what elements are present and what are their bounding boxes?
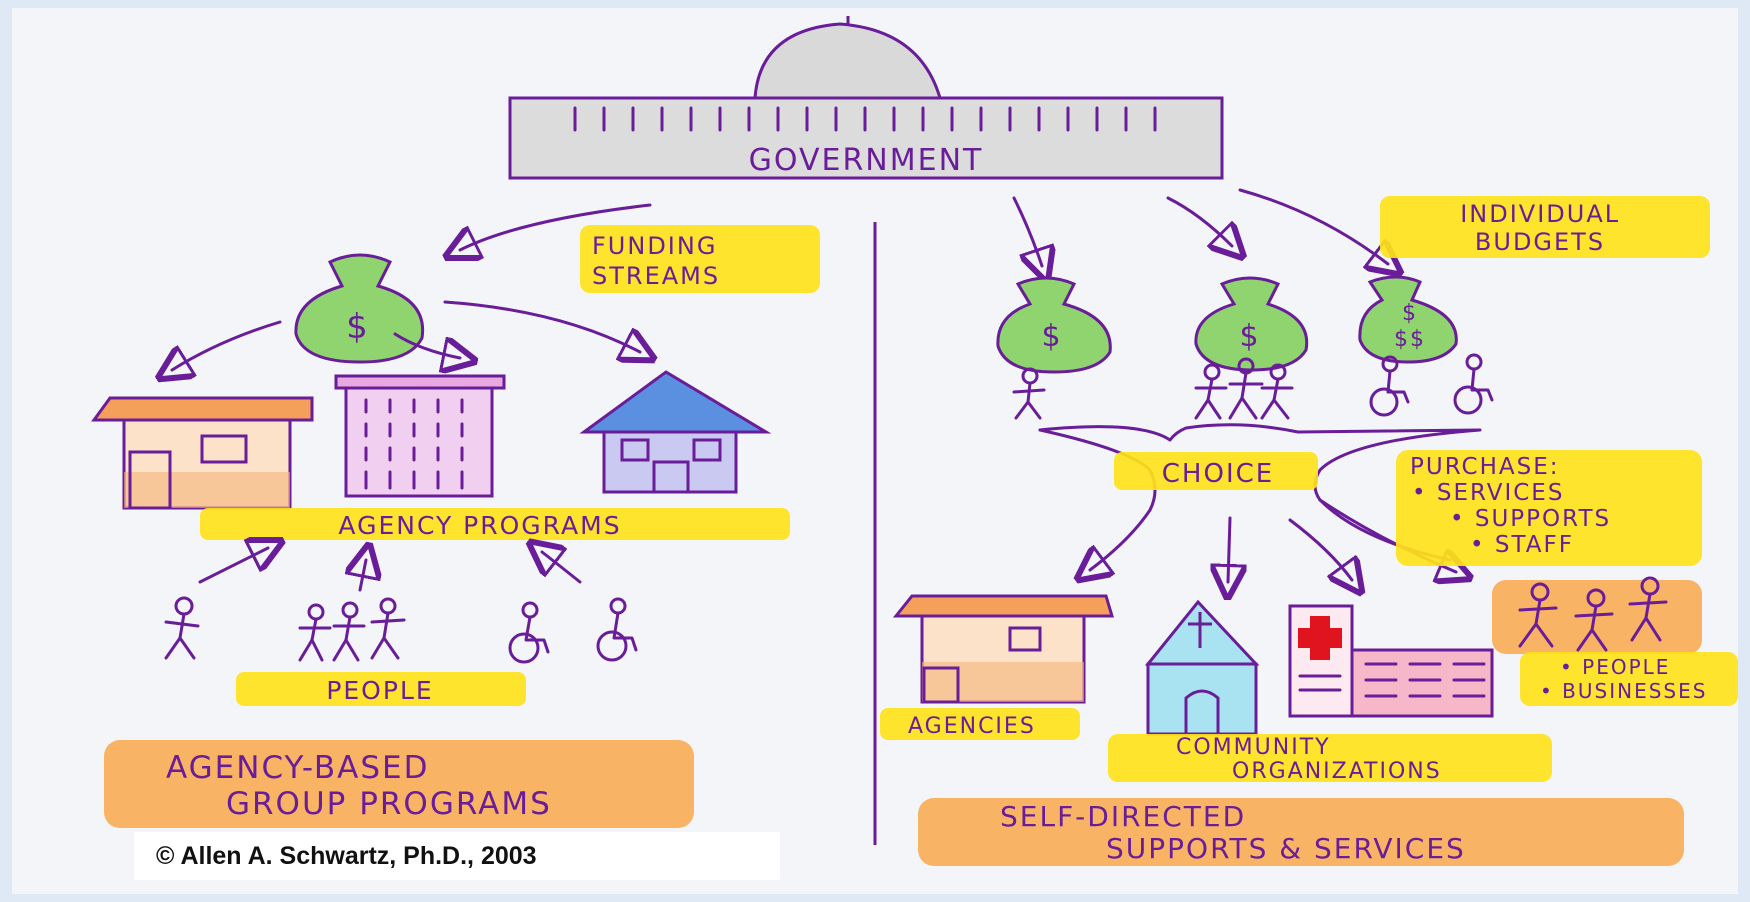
money-bag-icon: $ (1194, 276, 1309, 372)
government-label: GOVERNMENT (749, 143, 984, 178)
arrow-people-up-2 (360, 560, 366, 592)
government-building-icon: GOVERNMENT (508, 16, 1224, 180)
agencies-highlight (880, 708, 1080, 740)
copyright-text: © Allen A. Schwartz, Ph.D., 2003 (156, 841, 537, 870)
self-directed-footer: SELF-DIRECTED SUPPORTS & SERVICES (1000, 800, 1466, 865)
hospital-icon (1288, 604, 1494, 718)
agency-programs-highlight (200, 508, 790, 540)
person-icon (164, 596, 200, 660)
money-bag-icon: $ $$ (1358, 275, 1458, 364)
agency-building-icon (91, 396, 314, 510)
choice-highlight (1114, 452, 1318, 490)
arrow-gov-to-funding (460, 203, 652, 250)
choice-label: CHOICE (1162, 459, 1274, 489)
self-directed-highlight (918, 798, 1684, 866)
arrow-gov-to-bag1 (1012, 196, 1042, 266)
people-label: PEOPLE (326, 676, 433, 705)
arrow-people-up-3 (542, 552, 582, 584)
agencies-label: AGENCIES (908, 714, 1036, 739)
person-icon (1012, 367, 1046, 420)
arrow-bag-to-building (393, 332, 460, 358)
arrow-choice-to-church (1228, 516, 1230, 582)
svg-text:$$: $$ (1394, 327, 1426, 352)
individual-budgets-label: INDIVIDUAL BUDGETS (1460, 200, 1630, 256)
agency-building-icon (892, 594, 1115, 704)
svg-text:$: $ (1041, 319, 1062, 354)
people-businesses-highlight (1520, 652, 1738, 706)
purchase-highlight (1396, 450, 1702, 566)
copyright-box: © Allen A. Schwartz, Ph.D., 2003 (134, 832, 780, 880)
arrow-bag-to-agency (172, 320, 282, 370)
group-people-icon (1194, 357, 1294, 420)
house-icon (579, 370, 772, 494)
apartment-building-icon (334, 374, 506, 498)
arrow-bag-to-house (443, 300, 640, 352)
wheelchair-user-icon (508, 597, 638, 664)
people-highlight (236, 672, 526, 706)
arrow-choice-to-hospital (1288, 518, 1352, 580)
arrow-people-up-1 (198, 548, 268, 584)
group-people-icon (298, 597, 406, 662)
svg-text:$: $ (1402, 301, 1418, 326)
money-bag-icon: $ (294, 253, 425, 364)
community-organizations-highlight (1108, 734, 1552, 782)
funding-streams-highlight (580, 225, 820, 293)
money-bag-icon: $ (996, 276, 1112, 374)
church-icon (1144, 599, 1260, 736)
arrow-gov-to-bag3 (1238, 188, 1388, 264)
svg-text:$: $ (346, 307, 370, 347)
agency-based-footer: AGENCY-BASED GROUP PROGRAMS (166, 750, 552, 822)
individual-budgets-highlight (1380, 196, 1710, 258)
people-businesses-label: • PEOPLE • BUSINESSES (1540, 655, 1707, 703)
agency-based-highlight (104, 740, 694, 828)
arrow-choice-to-agencies (1038, 428, 1157, 570)
group-people-icon (1518, 576, 1668, 652)
wheelchair-user-icon (1369, 353, 1494, 417)
funding-streams-label: FUNDING STREAMS (592, 232, 727, 290)
purchase-list: PURCHASE: • SERVICES • SUPPORTS • STAFF (1410, 454, 1620, 558)
agency-programs-label: AGENCY PROGRAMS (338, 511, 621, 540)
arrow-gov-to-bag2 (1166, 196, 1232, 246)
svg-text:$: $ (1239, 319, 1260, 354)
community-organizations-label: COMMUNITY ORGANIZATIONS (1176, 735, 1442, 784)
